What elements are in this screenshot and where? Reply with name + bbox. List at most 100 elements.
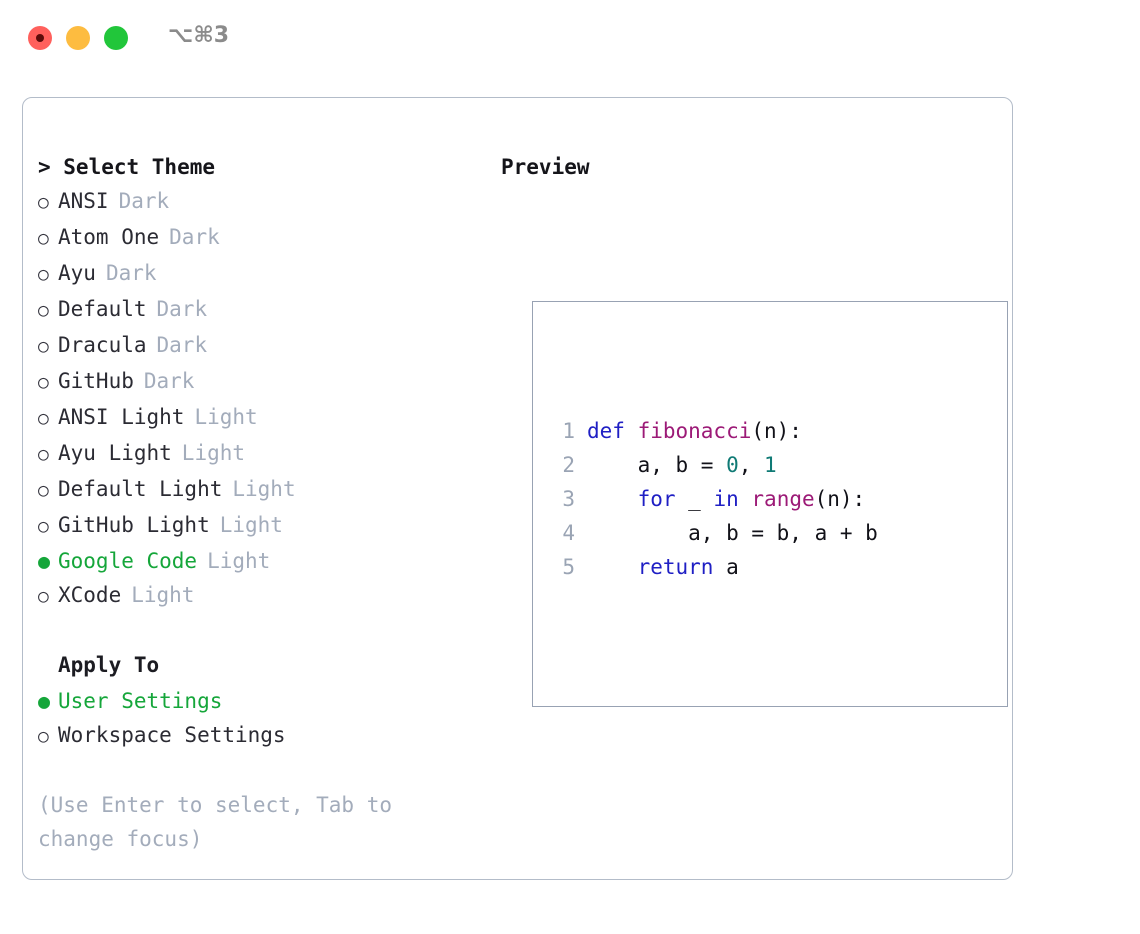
theme-name: GitHub (58, 369, 134, 393)
radio-unselected-icon[interactable]: ○ (38, 586, 49, 607)
apply-to-header: Apply To (58, 653, 160, 677)
theme-variant-badge: Light (181, 441, 246, 465)
code-text: a, b = 0, 1 (587, 448, 777, 482)
traffic-light-buttons (28, 26, 128, 50)
token-txt (587, 555, 638, 579)
radio-unselected-icon[interactable]: ○ (38, 372, 49, 393)
title-bar: ⌥⌘3 (0, 0, 1140, 78)
theme-list-item[interactable]: ○ ANSI Dark (38, 184, 488, 220)
theme-name: Ayu Light (58, 441, 172, 465)
radio-unselected-icon[interactable]: ○ (38, 300, 49, 321)
token-kw: for (637, 487, 676, 511)
theme-name: Default Light (58, 477, 223, 501)
radio-selected-icon[interactable]: ● (38, 689, 51, 713)
theme-variant-badge: Light (219, 513, 283, 537)
code-line: 4 a, b = b, a + b (549, 516, 916, 550)
code-line: 5 return a (549, 550, 916, 584)
line-number: 5 (562, 555, 575, 579)
radio-unselected-icon[interactable]: ○ (38, 444, 49, 465)
theme-variant-badge: Light (194, 405, 258, 429)
radio-unselected-icon[interactable]: ○ (38, 336, 49, 357)
theme-name: Atom One (58, 225, 160, 249)
apply-to-header-indent (38, 650, 58, 684)
token-txt (739, 487, 752, 511)
theme-variant-badge: Dark (118, 189, 170, 213)
code-text: for _ in range(n): (587, 482, 866, 516)
token-txt (587, 487, 638, 511)
keyboard-shortcut-label: ⌥⌘3 (168, 23, 230, 48)
token-kw: return (637, 555, 714, 579)
keyboard-hint-text: (Use Enter to select, Tab to change focu… (38, 793, 405, 851)
minimize-window-icon[interactable] (66, 26, 90, 50)
theme-name: Dracula (58, 333, 147, 357)
token-txt: a (713, 555, 739, 579)
theme-name: GitHub Light (58, 513, 210, 537)
theme-variant-badge: Dark (156, 333, 208, 357)
apply-to-list: ●User Settings ○ Workspace Settings (38, 684, 488, 754)
maximize-window-icon[interactable] (104, 26, 128, 50)
radio-selected-icon[interactable]: ● (38, 549, 51, 573)
apply-to-option[interactable]: ●User Settings (38, 684, 488, 718)
radio-unselected-icon[interactable]: ○ (38, 726, 49, 747)
token-txt: , (738, 453, 765, 477)
theme-list-item[interactable]: ○ Default Light Light (38, 472, 488, 508)
theme-variant-badge: Dark (105, 261, 157, 285)
radio-unselected-icon[interactable]: ○ (38, 228, 49, 249)
theme-variant-badge: Dark (169, 225, 220, 249)
hint-spacer (38, 754, 488, 788)
theme-list-item[interactable]: ○ Ayu Light Light (38, 436, 488, 472)
select-theme-header: > Select Theme (38, 155, 216, 179)
theme-name: Google Code (58, 549, 198, 573)
theme-list-item[interactable]: ○ GitHub Dark (38, 364, 488, 400)
token-txt: (n): (814, 487, 866, 511)
radio-unselected-icon[interactable]: ○ (38, 516, 49, 537)
theme-list-item[interactable]: ○ Atom One Dark (38, 220, 488, 256)
token-fn: range (751, 487, 815, 511)
theme-variant-badge: Light (232, 477, 296, 501)
line-number: 3 (562, 487, 575, 511)
apply-to-option[interactable]: ○ Workspace Settings (38, 718, 488, 754)
line-number: 1 (562, 419, 575, 443)
code-text: a, b = b, a + b (587, 516, 878, 550)
code-diff-spacer (549, 652, 916, 686)
theme-name: ANSI (58, 189, 109, 213)
apply-to-header-row: Apply To (38, 648, 488, 684)
code-line: 1 def fibonacci(n): (549, 414, 916, 448)
theme-variant-badge: Dark (156, 297, 208, 321)
radio-unselected-icon[interactable]: ○ (38, 480, 49, 501)
theme-name: XCode (58, 583, 122, 607)
theme-variant-badge: Dark (143, 369, 195, 393)
theme-list-item[interactable]: ○ Dracula Dark (38, 328, 488, 364)
code-text: return a (587, 550, 739, 584)
radio-unselected-icon[interactable]: ○ (38, 264, 49, 285)
line-number: 4 (562, 521, 575, 545)
token-fn: fibonacci (637, 419, 752, 443)
token-kw: def (587, 419, 638, 443)
token-txt: a, b = (587, 453, 727, 477)
token-num: 0 (726, 453, 739, 477)
radio-unselected-icon[interactable]: ○ (38, 408, 49, 429)
code-text: def fibonacci(n): (587, 414, 802, 448)
theme-list-item[interactable]: ○ GitHub Light Light (38, 508, 488, 544)
code-line: 3 for _ in range(n): (549, 482, 916, 516)
token-num: 1 (764, 453, 777, 477)
line-number: 2 (562, 453, 575, 477)
list-spacer (38, 614, 488, 648)
token-txt: _ (675, 487, 714, 511)
token-txt: (n): (751, 419, 802, 443)
apply-to-label: Workspace Settings (58, 723, 286, 747)
close-window-icon[interactable] (28, 26, 52, 50)
radio-unselected-icon[interactable]: ○ (38, 192, 49, 213)
